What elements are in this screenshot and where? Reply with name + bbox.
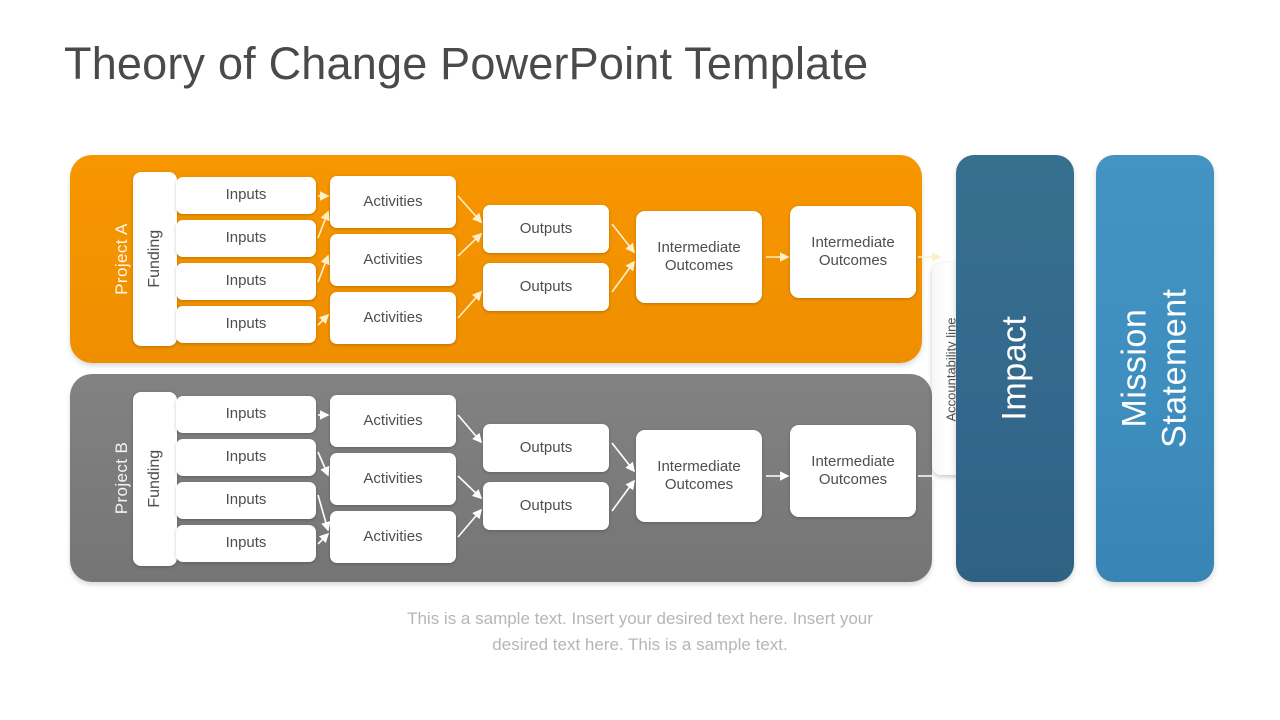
project-b-funding-card[interactable]: Funding [133,392,177,566]
project-a-outcome-1[interactable]: Intermediate Outcomes [636,211,762,303]
slide-caption: This is a sample text. Insert your desir… [407,609,873,654]
project-a-funding-card[interactable]: Funding [133,172,177,346]
page-title: Theory of Change PowerPoint Template [64,38,869,89]
project-b-outcome-2[interactable]: Intermediate Outcomes [790,425,916,517]
project-a-activity-2[interactable]: Activities [330,234,456,286]
project-b-output-1[interactable]: Outputs [483,424,609,472]
project-b-activity-3[interactable]: Activities [330,511,456,563]
project-a-outcome-2[interactable]: Intermediate Outcomes [790,206,916,298]
project-b-output-2[interactable]: Outputs [483,482,609,530]
project-a-input-4[interactable]: Inputs [176,306,316,343]
project-b-input-2[interactable]: Inputs [176,439,316,476]
project-b-input-4[interactable]: Inputs [176,525,316,562]
project-a-activity-1[interactable]: Activities [330,176,456,228]
impact-column[interactable]: Impact [956,155,1074,582]
project-b-input-1[interactable]: Inputs [176,396,316,433]
project-b-input-3[interactable]: Inputs [176,482,316,519]
project-a-input-1[interactable]: Inputs [176,177,316,214]
project-a-activity-3[interactable]: Activities [330,292,456,344]
project-a-output-2[interactable]: Outputs [483,263,609,311]
project-a-input-3[interactable]: Inputs [176,263,316,300]
project-b-activity-1[interactable]: Activities [330,395,456,447]
project-a-output-1[interactable]: Outputs [483,205,609,253]
mission-statement-column[interactable]: Mission Statement [1096,155,1214,582]
project-b-outcome-1[interactable]: Intermediate Outcomes [636,430,762,522]
project-a-input-2[interactable]: Inputs [176,220,316,257]
project-b-activity-2[interactable]: Activities [330,453,456,505]
